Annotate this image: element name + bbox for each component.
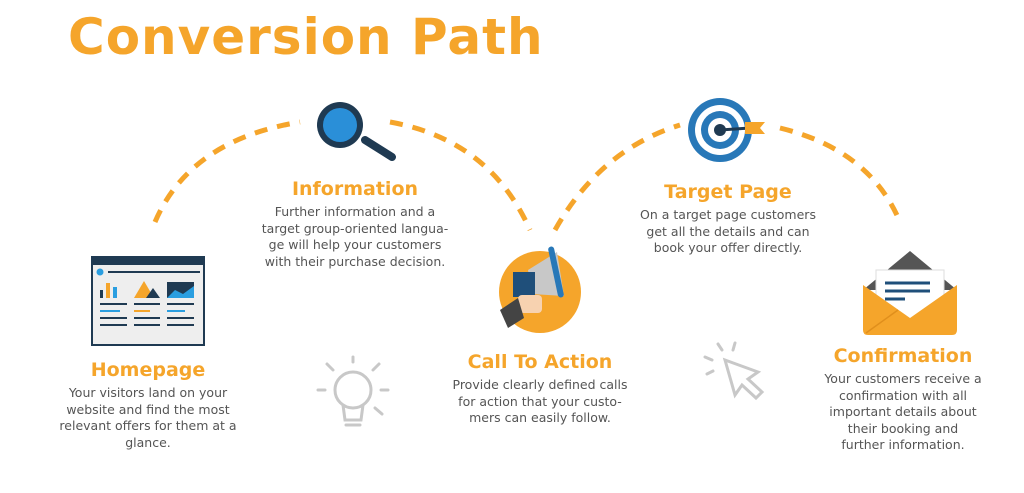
lightbulb-icon: [316, 355, 390, 427]
step-heading: Homepage: [90, 359, 206, 381]
step-call-to-action: Call To Action Provide clearly defined c…: [453, 351, 628, 427]
page-title: Conversion Path: [68, 8, 544, 66]
path-arc-1b: [389, 119, 533, 232]
step-heading: Target Page: [664, 181, 792, 203]
megaphone-icon: [499, 246, 581, 333]
target-icon: [688, 98, 765, 162]
path-arc-2b: [779, 125, 903, 223]
path-arc-2: [552, 122, 681, 232]
step-heading: Call To Action: [467, 351, 613, 373]
step-heading: Confirmation: [833, 345, 973, 367]
envelope-icon: [863, 251, 957, 335]
browser-window-icon: [91, 256, 205, 346]
magnifier-icon: [317, 102, 396, 161]
step-heading: Information: [291, 178, 419, 200]
cursor-click-icon: [703, 341, 765, 401]
